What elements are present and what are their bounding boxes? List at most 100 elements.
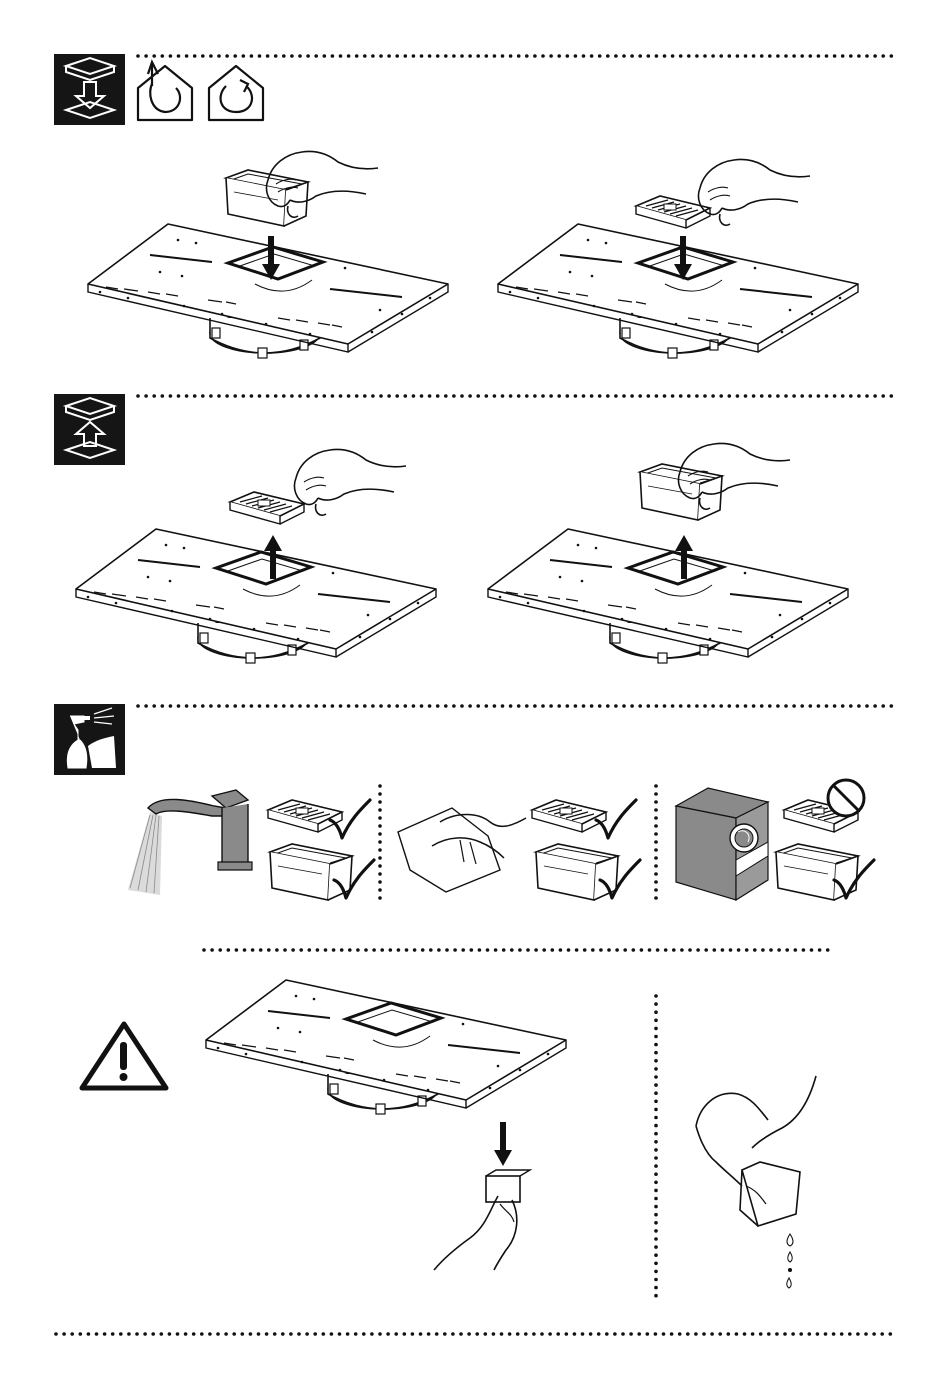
separator-dot — [509, 704, 513, 708]
separator-dot — [355, 54, 359, 58]
separator-dot — [249, 1332, 253, 1336]
separator-dot — [161, 54, 165, 58]
separator-dot — [591, 948, 595, 952]
separator-dot — [266, 394, 270, 398]
separator-dot — [671, 704, 675, 708]
separator-dot — [201, 54, 205, 58]
separator-dot — [654, 1253, 658, 1257]
separator-dot — [654, 784, 658, 788]
separator-dot — [305, 1332, 309, 1336]
hob-remove-grid — [498, 159, 858, 358]
separator-dot — [737, 948, 741, 952]
separator-dot — [331, 394, 335, 398]
separator-dot — [808, 1332, 812, 1336]
separator-dot — [460, 54, 464, 58]
filter-insertion-icon — [54, 394, 125, 465]
separator-dot — [468, 54, 472, 58]
separator-dot — [857, 704, 861, 708]
separator-dot — [598, 394, 602, 398]
separator-dot — [225, 394, 229, 398]
separator-dot — [678, 1332, 682, 1336]
separator-dot — [583, 948, 587, 952]
separator-dot — [306, 54, 310, 58]
separator-dot — [542, 948, 546, 952]
separator-dot — [849, 704, 853, 708]
separator-dot — [411, 1332, 415, 1336]
separator-dot — [420, 54, 424, 58]
separator-dot — [622, 394, 626, 398]
separator-dot — [257, 1332, 261, 1336]
separator-dot — [671, 394, 675, 398]
separator-dot — [355, 394, 359, 398]
separator-4 — [202, 948, 829, 952]
separator-dot — [654, 1332, 658, 1336]
separator-dot — [217, 704, 221, 708]
separator-dot — [865, 394, 869, 398]
separator-dot — [387, 704, 391, 708]
separator-dot — [282, 704, 286, 708]
separator-dot — [654, 880, 658, 884]
separator-dot — [372, 948, 376, 952]
separator-dot — [218, 948, 222, 952]
separator-dot — [282, 394, 286, 398]
separator-dot — [394, 1332, 398, 1336]
separator-dot — [298, 394, 302, 398]
separator-dot — [485, 54, 489, 58]
separator-dot — [467, 1332, 471, 1336]
separator-dot — [654, 1100, 658, 1104]
separator-dot — [242, 394, 246, 398]
separator-vertical-2 — [654, 784, 658, 900]
separator-dot — [297, 1332, 301, 1336]
separator-dot — [654, 1197, 658, 1201]
separator-dot — [298, 54, 302, 58]
separator-dot — [532, 1332, 536, 1336]
separator-dot — [364, 948, 368, 952]
separator-dot — [872, 1332, 876, 1336]
separator-dot — [500, 1332, 504, 1336]
separator-dot — [551, 948, 555, 952]
separator-dot — [767, 1332, 771, 1336]
separator-dot — [144, 54, 148, 58]
separator-dot — [614, 704, 618, 708]
separator-dot — [330, 1332, 334, 1336]
separator-dot — [525, 704, 529, 708]
separator-dot — [713, 948, 717, 952]
separator-dot — [654, 1245, 658, 1249]
separator-dot — [332, 948, 336, 952]
separator-dot — [744, 394, 748, 398]
separator-dot — [460, 394, 464, 398]
separator-dot — [654, 808, 658, 812]
separator-dot — [331, 704, 335, 708]
separator-dot — [266, 54, 270, 58]
separator-dot — [378, 848, 382, 852]
separator-dot — [549, 54, 553, 58]
separator-dot — [702, 1332, 706, 1336]
separator-dot — [704, 948, 708, 952]
separator-dot — [841, 394, 845, 398]
separator-dot — [501, 394, 505, 398]
separator-dot — [856, 1332, 860, 1336]
separator-dot — [638, 54, 642, 58]
separator-dot — [615, 948, 619, 952]
separator-dot — [395, 394, 399, 398]
separator-dot — [136, 54, 140, 58]
separator-dot — [306, 394, 310, 398]
separator-dot — [314, 54, 318, 58]
separator-dot — [524, 1332, 528, 1336]
separator-dot — [711, 394, 715, 398]
separator-dot — [370, 1332, 374, 1336]
separator-dot — [549, 394, 553, 398]
separator-dot — [224, 1332, 228, 1336]
separator-dot — [470, 948, 474, 952]
separator-dot — [379, 704, 383, 708]
separator-dot — [632, 948, 636, 952]
separator-dot — [242, 54, 246, 58]
separator-dot — [695, 54, 699, 58]
separator-dot — [761, 948, 765, 952]
separator-dot — [331, 54, 335, 58]
separator-dot — [87, 1332, 91, 1336]
section-cleaning — [54, 704, 874, 900]
separator-dot — [792, 704, 796, 708]
separator-dot — [313, 1332, 317, 1336]
